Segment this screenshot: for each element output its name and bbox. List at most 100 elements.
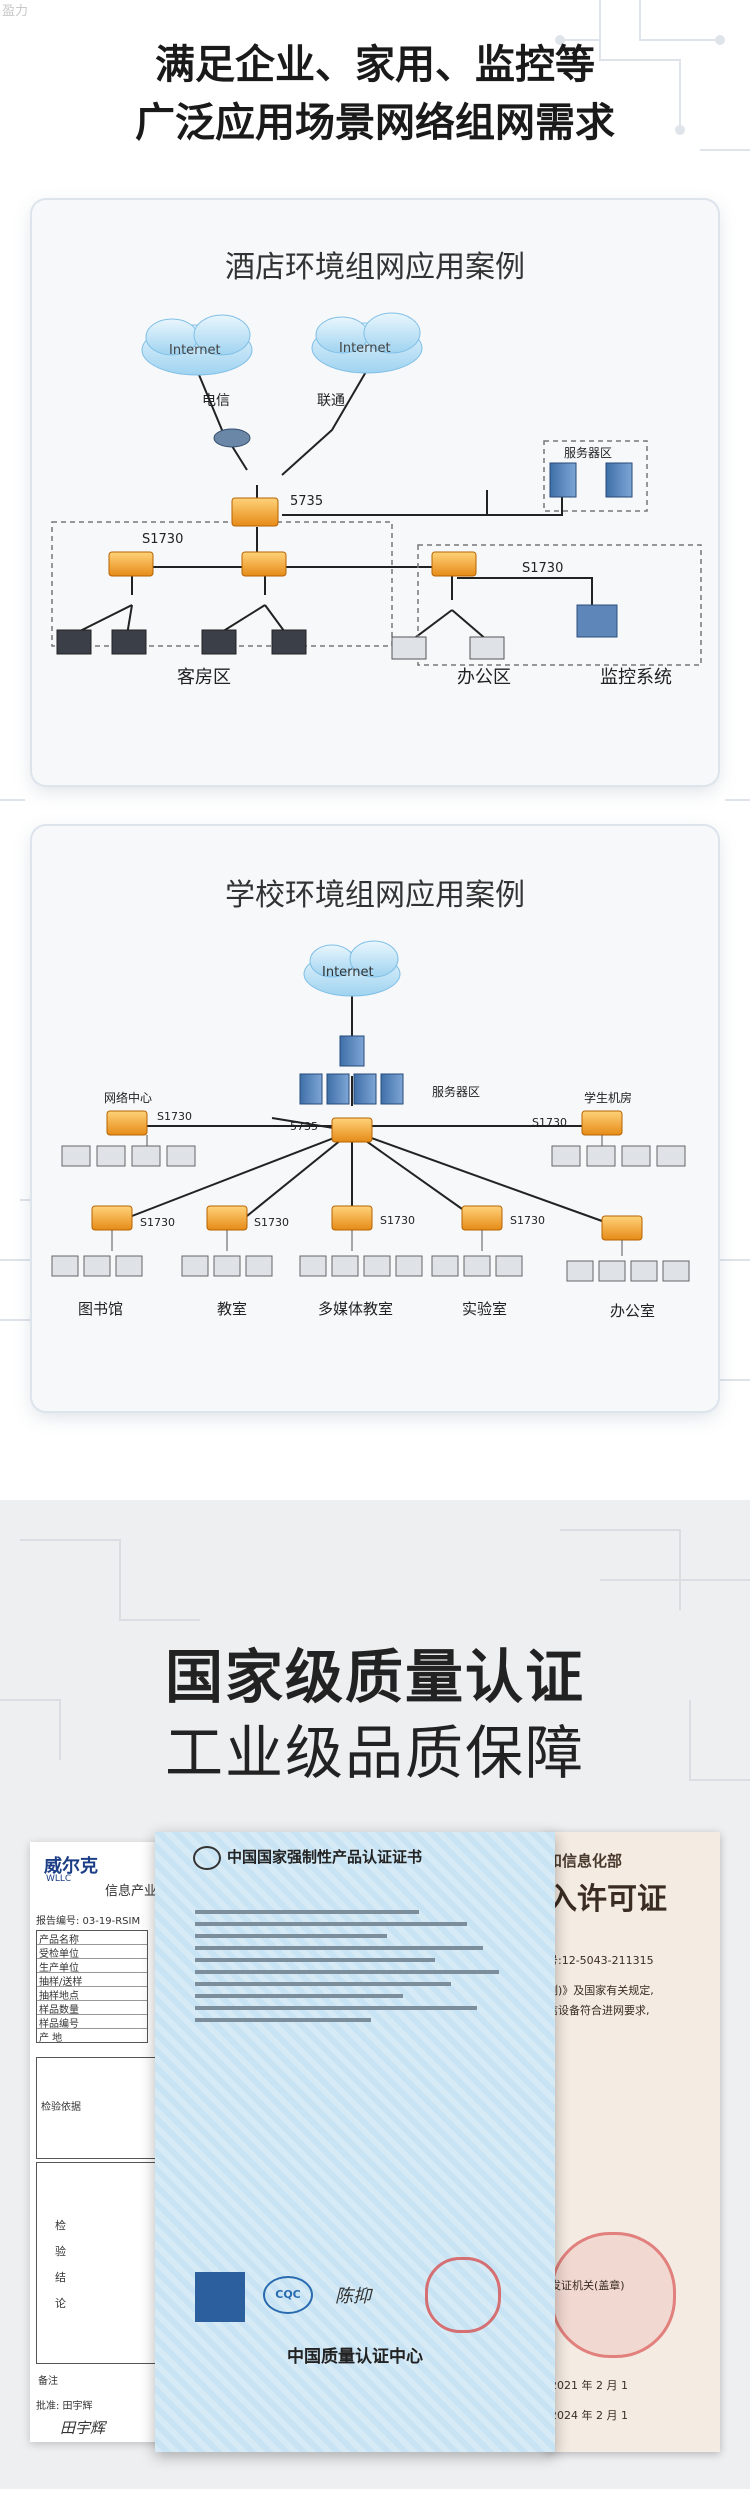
- s1730-left-label: S1730: [142, 532, 183, 547]
- net-center-label: 网络中心: [104, 1090, 152, 1105]
- desktop-pc-icon: [61, 1145, 91, 1167]
- access-switch-icon: [461, 1205, 503, 1231]
- desktop-pc-icon: [115, 1255, 143, 1277]
- core-switch-icon: [331, 1117, 373, 1143]
- school-case-card: 学校环境组网应用案例 Internet: [32, 826, 718, 1411]
- desktop-pc-icon: [299, 1255, 327, 1277]
- server-icon: [380, 1073, 404, 1105]
- desktop-pc-icon: [51, 1255, 79, 1277]
- certificate-title: 中国国家强制性产品认证证书: [227, 1848, 423, 1866]
- laptop-icon: [56, 629, 92, 655]
- desktop-pc-icon: [131, 1145, 161, 1167]
- laptop-icon: [271, 629, 307, 655]
- desktop-pc-icon: [245, 1255, 273, 1277]
- desktop-pc-icon: [395, 1255, 423, 1277]
- s1730-label: S1730: [254, 1216, 289, 1229]
- school-server-label: 服务器区: [432, 1084, 480, 1099]
- server-icon: [549, 462, 577, 498]
- desktop-pc-icon: [662, 1260, 690, 1282]
- access-switch-icon: [106, 1110, 148, 1136]
- desktop-pc-icon: [431, 1255, 459, 1277]
- report-row-label: 产 地: [39, 2033, 63, 2044]
- cqc-logo-icon: CQC: [263, 2276, 313, 2314]
- license-date1: 2021 年 2 月 1: [550, 2379, 628, 2392]
- server-icon: [353, 1073, 377, 1105]
- s1730-right-label: S1730: [522, 561, 563, 576]
- router-icon: [213, 428, 251, 448]
- desktop-pc-icon: [469, 636, 505, 660]
- monitor-terminal-icon: [576, 604, 618, 638]
- report-number: 报告编号: 03-19-RSIM: [36, 1916, 141, 1927]
- network-license-document: 和信息化部 入许可证 号:12-5043-211315 例)》及国家有关规定, …: [545, 1832, 720, 2452]
- report-row-label: 抽样地点: [37, 1987, 147, 2002]
- conclusion-box: 检验结论: [36, 2162, 156, 2364]
- isp-telecom-label: 电信: [202, 393, 230, 409]
- access-switch-icon: [241, 551, 287, 577]
- watermark: 盈力: [2, 4, 29, 19]
- core-switch-icon: [231, 497, 279, 527]
- access-switch-icon: [431, 551, 477, 577]
- firewall-icon: [339, 1035, 365, 1067]
- license-line4: 例)》及国家有关规定,: [547, 1984, 654, 1997]
- s1730-label: S1730: [380, 1214, 415, 1227]
- school-zone-label: 教室: [217, 1300, 247, 1318]
- access-switch-icon: [108, 551, 154, 577]
- cert-title-line1: 国家级质量认证: [164, 1643, 585, 1711]
- server-icon: [326, 1073, 350, 1105]
- s1730-label: S1730: [532, 1116, 567, 1129]
- report-brand: 威尔克: [44, 1856, 98, 1877]
- approver-signature: 田宇辉: [60, 2419, 106, 2437]
- ccc-certificate-document: 中国国家强制性产品认证证书 CQC 陈抑 中国质量认证中心: [155, 1832, 555, 2452]
- desktop-pc-icon: [551, 1145, 581, 1167]
- ccc-logo-icon: [193, 1846, 221, 1870]
- internet2-label: Internet: [339, 341, 391, 356]
- server-icon: [605, 462, 633, 498]
- desktop-pc-icon: [621, 1145, 651, 1167]
- desktop-pc-icon: [181, 1255, 209, 1277]
- isp-unicom-label: 联通: [317, 393, 345, 409]
- report-row-label: 产品名称: [37, 1931, 147, 1946]
- school-core-label: 5735: [290, 1120, 318, 1133]
- s1730-label: S1730: [510, 1214, 545, 1227]
- hotel-case-card: 酒店环境组网应用案例: [32, 200, 718, 785]
- desktop-pc-icon: [83, 1255, 111, 1277]
- s1730-label: S1730: [140, 1216, 175, 1229]
- access-switch-icon: [581, 1110, 623, 1136]
- conclusion-label: 检验结论: [55, 2219, 66, 2310]
- cloud-icon: [141, 314, 253, 376]
- zone-office-label: 办公区: [457, 667, 511, 688]
- core-switch-label: 5735: [290, 494, 323, 509]
- access-switch-icon: [206, 1205, 248, 1231]
- headline-line2: 广泛应用场景网络组网需求: [135, 100, 615, 146]
- access-switch-icon: [91, 1205, 133, 1231]
- school-case-title: 学校环境组网应用案例: [225, 878, 525, 913]
- school-zone-label: 多媒体教室: [318, 1300, 393, 1318]
- internet-label: Internet: [322, 965, 374, 980]
- access-switch-icon: [331, 1205, 373, 1231]
- desktop-pc-icon: [331, 1255, 359, 1277]
- laptop-icon: [201, 629, 237, 655]
- s1730-label: S1730: [157, 1110, 192, 1123]
- desktop-pc-icon: [463, 1255, 491, 1277]
- cloud-icon: [311, 312, 423, 374]
- circuit-background: [0, 1529, 750, 1781]
- student-lab-label: 学生机房: [584, 1090, 632, 1105]
- certificate-issuer: 中国质量认证中心: [287, 2347, 423, 2367]
- check-basis-label: 检验依据: [41, 2102, 81, 2113]
- desktop-pc-icon: [495, 1255, 523, 1277]
- school-zone-label: 图书馆: [78, 1300, 123, 1318]
- hotel-network-diagram: 电信 联通 5735 服务器区 S1730 S1730 客房区 办公区: [51, 312, 702, 688]
- school-network-diagram: Internet 服务器区 5735 网络中心 S1730 学生机房 S1730…: [51, 940, 690, 1320]
- hotel-case-title: 酒店环境组网应用案例: [225, 250, 525, 285]
- desktop-pc-icon: [391, 636, 427, 660]
- internet1-label: Internet: [169, 343, 221, 358]
- desktop-pc-icon: [166, 1145, 196, 1167]
- check-basis-box: 检验依据: [36, 2057, 156, 2159]
- desktop-pc-icon: [363, 1255, 391, 1277]
- report-row-label: 生产单位: [37, 1959, 147, 1974]
- desktop-pc-icon: [656, 1145, 686, 1167]
- cert-title-line2: 工业级品质保障: [164, 1719, 585, 1787]
- server-icon: [299, 1073, 323, 1105]
- license-line1: 和信息化部: [547, 1852, 623, 1870]
- qr-code-icon: [195, 2272, 245, 2322]
